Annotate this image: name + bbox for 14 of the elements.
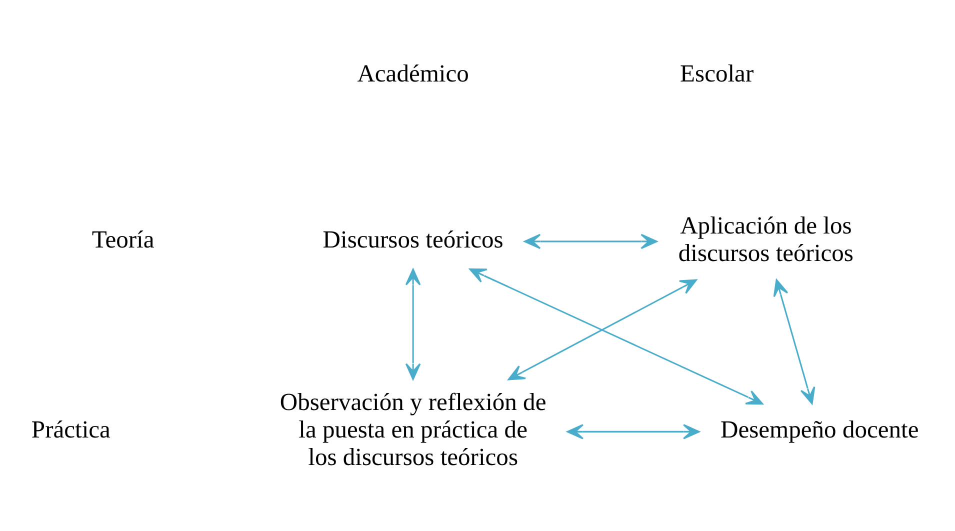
arrow bbox=[524, 233, 658, 249]
arrow bbox=[405, 268, 421, 380]
label: Escolar bbox=[680, 60, 754, 88]
arrow bbox=[469, 268, 764, 404]
node-text: Discursos teóricos bbox=[322, 226, 504, 253]
arrow bbox=[566, 424, 700, 439]
node-text: Aplicación de los discursos teóricos bbox=[678, 212, 854, 267]
label: Académico bbox=[357, 60, 469, 88]
label: Práctica bbox=[31, 416, 110, 444]
arrow bbox=[773, 278, 816, 404]
label: Teoría bbox=[92, 226, 154, 253]
node-text: Observación y reflexión de la puesta en práctica de los discursos teóricos bbox=[280, 388, 546, 471]
arrow bbox=[508, 278, 697, 380]
node-text: Desempeño docente bbox=[720, 416, 919, 444]
